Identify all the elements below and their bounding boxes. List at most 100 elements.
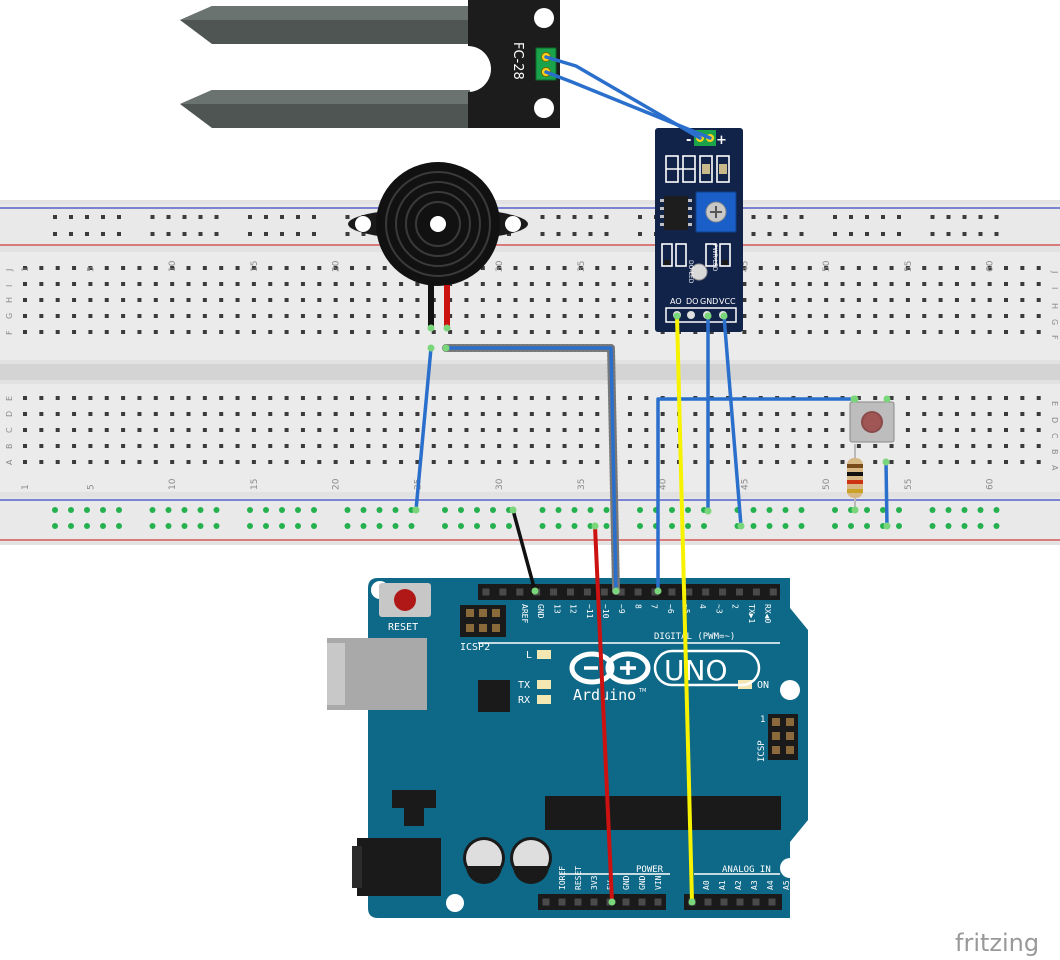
arduino-logo-icon (569, 651, 651, 685)
breadboard-hole (922, 428, 927, 432)
rail-hole (896, 523, 902, 529)
breadboard-hole (840, 266, 845, 270)
breadboard-hole (366, 428, 371, 432)
breadboard-hole (284, 298, 289, 302)
breadboard-hole (856, 314, 861, 318)
breadboard-hole (546, 266, 551, 270)
rail-hole (263, 507, 269, 513)
breadboard-hole (1020, 282, 1025, 286)
breadboard-hole (170, 266, 175, 270)
rail-hole (279, 523, 285, 529)
rail-hole (881, 215, 885, 219)
breadboard-hole (1020, 396, 1025, 400)
wire-module-vcc (722, 314, 743, 528)
breadboard-hole (546, 298, 551, 302)
rail-hole (977, 523, 984, 529)
breadboard-hole (627, 298, 632, 302)
rail-hole (345, 232, 350, 236)
breadboard-hole (807, 330, 812, 334)
rail-hole (165, 523, 172, 529)
breadboard-hole (382, 330, 387, 334)
row-letter: C (5, 427, 14, 433)
rail-hole (587, 507, 594, 513)
pin-label: TX▶1 (747, 604, 756, 623)
breadboard-hole (333, 428, 338, 432)
breadboard-hole (578, 396, 583, 400)
breadboard-hole (350, 412, 354, 416)
breadboard-hole (529, 396, 534, 400)
breadboard-hole (121, 428, 126, 432)
icsp2-label: ICSP2 (460, 642, 490, 653)
breadboard-hole (219, 412, 224, 416)
rail-hole (993, 507, 1000, 513)
breadboard-hole (611, 330, 616, 334)
breadboard-hole (824, 428, 829, 432)
breadboard-hole (578, 266, 583, 270)
breadboard-hole (595, 298, 600, 302)
rail-hole (101, 232, 105, 236)
led-rx (537, 695, 551, 704)
rail-hole (458, 523, 464, 529)
breadboard-hole (121, 444, 126, 448)
breadboard-hole (219, 460, 224, 464)
do-led-label: DO-LED (687, 260, 694, 284)
breadboard-hole (758, 282, 763, 286)
breadboard-hole (72, 396, 77, 400)
breadboard-hole (905, 266, 910, 270)
breadboard-hole (693, 444, 698, 448)
header-socket (550, 588, 558, 596)
breadboard-hole (693, 412, 698, 416)
breadboard-hole (660, 412, 665, 416)
breadboard-hole (1036, 330, 1041, 334)
rail-hole (52, 507, 58, 513)
breadboard-hole (824, 282, 829, 286)
breadboard-hole (971, 444, 976, 448)
header-socket (634, 588, 642, 596)
header-socket (668, 588, 676, 596)
breadboard-hole (431, 412, 436, 416)
row-letter: G (1050, 319, 1059, 325)
row-letter: J (5, 269, 14, 272)
rail-hole (101, 215, 105, 219)
breadboard-hole (104, 444, 109, 448)
breadboard-hole (235, 444, 240, 448)
microcontroller (545, 796, 781, 830)
breadboard-hole (726, 444, 731, 448)
breadboard-hole (905, 428, 910, 432)
breadboard-hole (464, 460, 469, 464)
breadboard-hole (366, 266, 371, 270)
breadboard-hole (775, 266, 780, 270)
rail-hole (69, 215, 73, 219)
breadboard-hole (562, 266, 567, 270)
breadboard-hole (121, 330, 126, 334)
breadboard-hole (840, 460, 845, 464)
breadboard-hole (382, 428, 387, 432)
breadboard-hole (791, 314, 796, 318)
breadboard-hole (922, 444, 927, 448)
module-header (665, 307, 737, 323)
module-plus-label: + (716, 133, 727, 148)
breadboard-hole (137, 460, 142, 464)
breadboard-hole (104, 396, 109, 400)
breadboard-hole (300, 396, 305, 400)
rail-hole (117, 215, 121, 219)
rail-hole (685, 523, 691, 529)
breadboard-hole (480, 396, 485, 400)
probe-label: FC-28 (510, 42, 525, 80)
rail-hole (181, 523, 188, 529)
breadboard-hole (889, 282, 894, 286)
breadboard-hole (300, 460, 305, 464)
rail-hole (864, 523, 870, 529)
pin-label: ~6 (666, 604, 675, 614)
breadboard-hole (137, 266, 142, 270)
breadboard-hole (987, 460, 992, 464)
breadboard-hole (987, 314, 992, 318)
breadboard-hole (824, 460, 829, 464)
breadboard-hole (840, 412, 845, 416)
breadboard-hole (219, 444, 224, 448)
breadboard-hole (644, 444, 649, 448)
breadboard-hole (317, 298, 322, 302)
breadboard-hole (1020, 298, 1025, 302)
breadboard-hole (824, 330, 829, 334)
